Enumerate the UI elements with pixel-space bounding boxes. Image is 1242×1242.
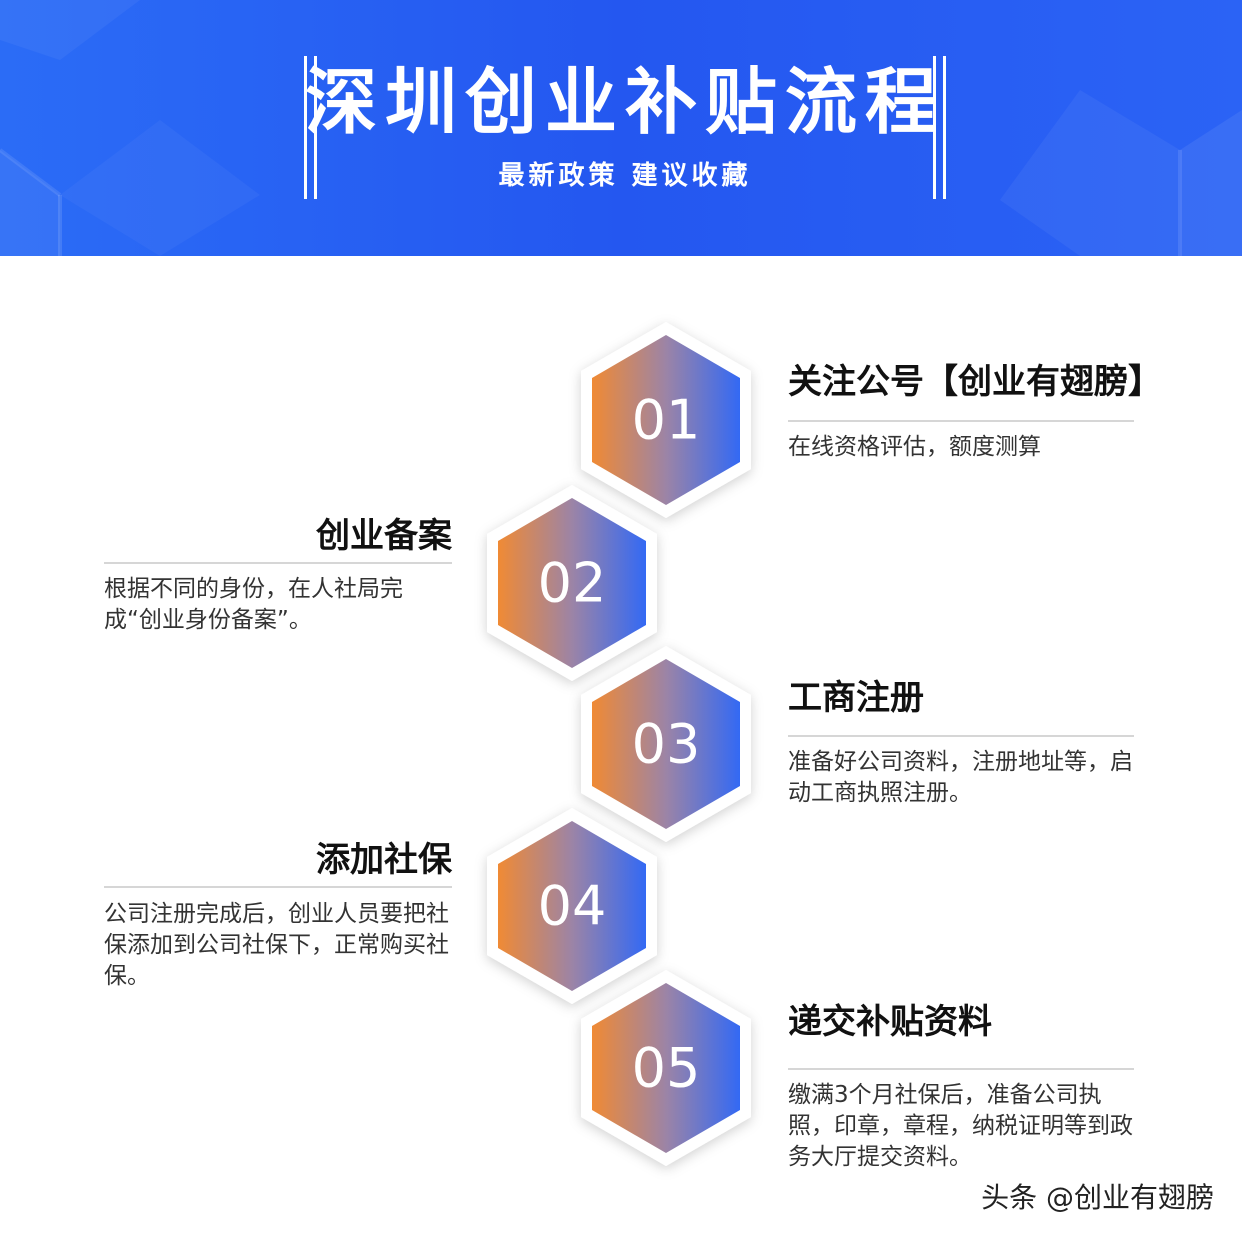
watermark: 头条 @创业有翅膀 xyxy=(981,1181,1214,1214)
title-frame-bar-right-inner xyxy=(933,56,936,199)
step-title-03: 工商注册 xyxy=(788,678,924,718)
title-frame-bar-left-inner xyxy=(314,56,317,199)
step-divider-05 xyxy=(788,1068,1134,1070)
step-desc-02: 根据不同的身份，在人社局完成“创业身份备案”。 xyxy=(104,576,403,633)
header-banner: 深圳创业补贴流程 最新政策 建议收藏 xyxy=(0,0,1242,256)
step-desc-03: 准备好公司资料，注册地址等，启动工商执照注册。 xyxy=(788,749,1133,806)
hex-number-05: 05 xyxy=(632,1037,701,1100)
step-title-05: 递交补贴资料 xyxy=(788,1002,992,1042)
banner-pattern xyxy=(0,0,1242,256)
page-title: 深圳创业补贴流程 xyxy=(304,60,945,144)
step-divider-03 xyxy=(788,735,1134,737)
hex-step-01: 01 xyxy=(581,322,751,518)
hex-step-03: 03 xyxy=(581,646,751,842)
title-frame-bar-left xyxy=(304,56,307,199)
hex-step-04: 04 xyxy=(487,808,657,1004)
step-title-02: 创业备案 xyxy=(316,516,452,556)
page-subtitle: 最新政策 建议收藏 xyxy=(498,161,752,191)
hex-number-02: 02 xyxy=(538,552,607,615)
step-desc-04: 公司注册完成后，创业人员要把社保添加到公司社保下，正常购买社保。 xyxy=(104,901,449,989)
step-title-01: 关注公号【创业有翅膀】 xyxy=(788,362,1162,402)
step-desc-05: 缴满3个月社保后，准备公司执照，印章，章程，纳税证明等到政务大厅提交资料。 xyxy=(788,1082,1133,1170)
hex-step-05: 05 xyxy=(581,970,751,1166)
step-divider-02 xyxy=(104,562,452,564)
step-divider-01 xyxy=(788,420,1134,422)
hex-number-03: 03 xyxy=(632,713,701,776)
step-desc-01: 在线资格评估，额度测算 xyxy=(788,434,1041,460)
title-frame-bar-right xyxy=(943,56,946,199)
hex-number-01: 01 xyxy=(632,389,701,452)
title-frame: 深圳创业补贴流程 最新政策 建议收藏 xyxy=(304,56,946,199)
hex-step-02: 02 xyxy=(487,485,657,681)
step-divider-04 xyxy=(104,886,452,888)
step-title-04: 添加社保 xyxy=(316,840,452,880)
hex-number-04: 04 xyxy=(538,875,607,938)
